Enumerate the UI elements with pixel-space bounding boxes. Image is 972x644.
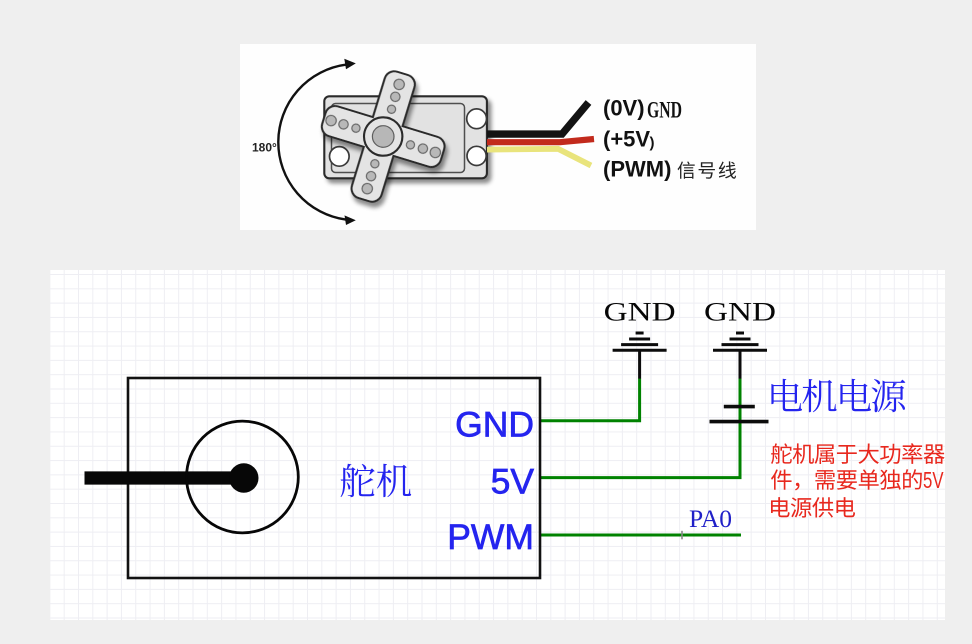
svg-text:GND: GND [647,97,682,122]
svg-text:PWM: PWM [447,517,534,557]
svg-text:PA0: PA0 [689,504,732,533]
svg-text:GND: GND [604,298,676,327]
svg-text:5V: 5V [491,461,535,501]
svg-text:180°: 180° [252,141,277,155]
svg-text:): ) [650,135,655,152]
svg-text:(+5V: (+5V [603,126,650,151]
svg-text:(PWM): (PWM) [603,156,671,181]
svg-text:(0V): (0V) [603,95,645,120]
svg-text:5V: 5V [923,467,944,493]
svg-text:GND: GND [704,298,776,327]
svg-text:GND: GND [455,404,534,444]
